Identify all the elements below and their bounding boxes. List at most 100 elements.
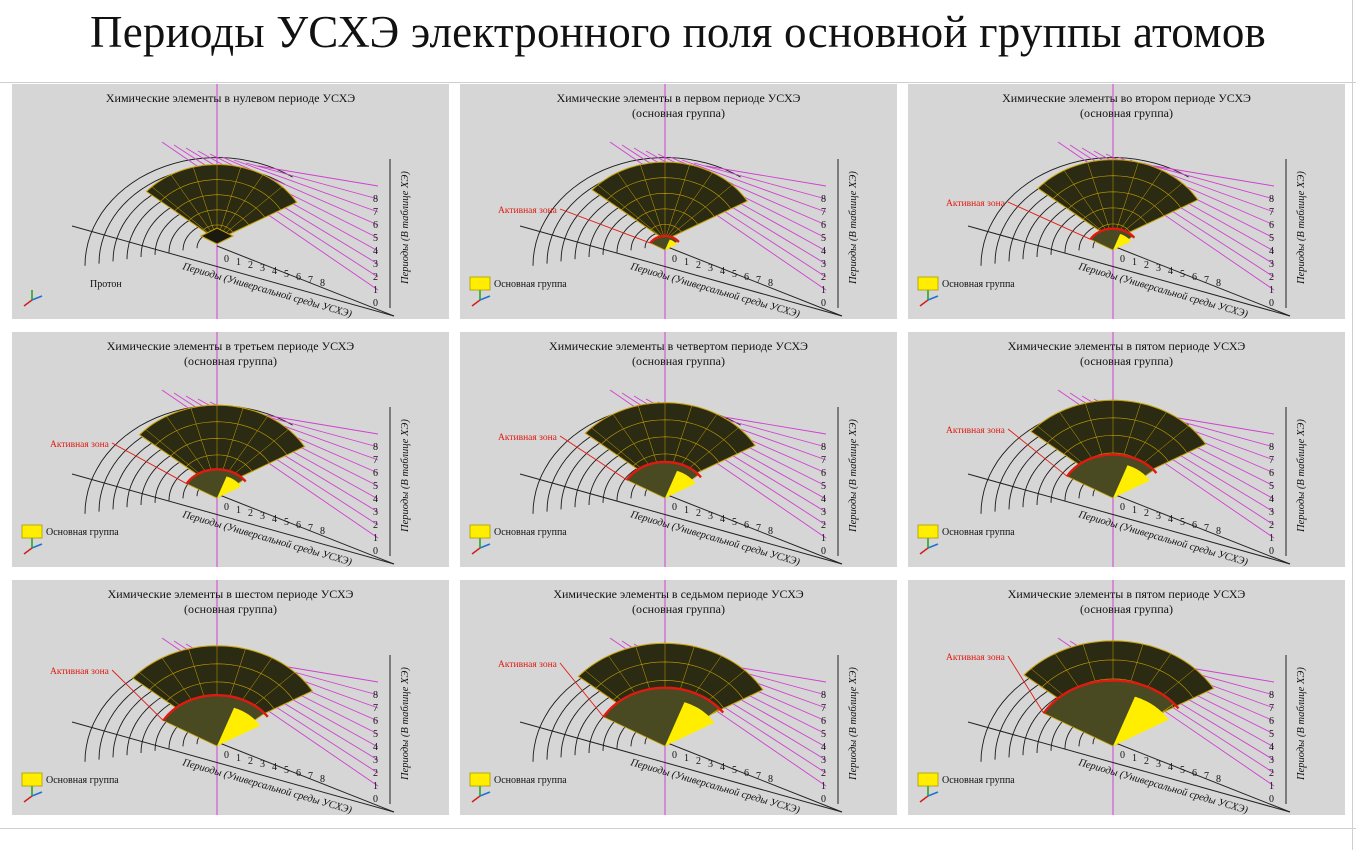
highlight-zone: [217, 476, 242, 498]
period-tick-label: 7: [1204, 523, 1209, 534]
period-tick-label: 4: [1168, 514, 1173, 525]
table-tick-label: 8: [373, 690, 378, 701]
sector-grid-line: [146, 164, 297, 203]
table-tick-label: 8: [1269, 442, 1274, 453]
table-tick-label: 5: [1269, 481, 1274, 492]
table-tick-label: 0: [1269, 546, 1274, 557]
table-tick-label: 8: [373, 194, 378, 205]
sector-grid-line: [664, 164, 690, 241]
sector-grid-line: [174, 194, 266, 218]
table-tick-label: 5: [373, 481, 378, 492]
table-tick-label: 4: [1269, 742, 1274, 753]
period-arc: [980, 157, 1189, 266]
axis-gizmo-icon: [927, 543, 939, 549]
table-tick-label: 7: [1269, 455, 1274, 466]
period-arc: [532, 157, 741, 266]
axis-gizmo-icon: [927, 295, 939, 301]
panel-title: Химические элементы в нулевом периоде УС…: [106, 91, 355, 105]
active-zone-arc: [185, 468, 247, 485]
sector-grid-line: [612, 680, 724, 709]
table-axis-label: Периоды (В таблице ХЭ): [1296, 667, 1307, 781]
table-tick-label: 6: [1269, 716, 1274, 727]
axis-gizmo-icon: [31, 295, 43, 301]
frame-divider: [0, 82, 1356, 83]
period-tick-label: 5: [284, 517, 289, 528]
period-tick-label: 4: [720, 266, 725, 277]
axis-gizmo-icon: [919, 547, 929, 555]
table-tick-label: 7: [821, 207, 826, 218]
table-axis-label: Периоды (В таблице ХЭ): [848, 171, 859, 285]
table-tick-label: 0: [373, 546, 378, 557]
sector-grid-line: [1037, 159, 1199, 200]
legend-label: Основная группа: [942, 527, 1015, 538]
period-tick-label: 3: [708, 511, 713, 522]
table-tick-label: 6: [821, 468, 826, 479]
active-zone-arc: [1042, 679, 1180, 714]
period-tick-label: 3: [260, 263, 265, 274]
period-tick-label: 0: [672, 502, 677, 513]
active-zone-pointer: [1007, 655, 1045, 714]
period-tick-label: 2: [1144, 260, 1149, 271]
period-tick-label: 5: [1180, 517, 1185, 528]
sector-grid-line: [1087, 162, 1114, 241]
table-tick-label: 1: [821, 285, 826, 296]
periods-axis-line: [1112, 245, 1291, 317]
period-tick-label: 2: [696, 756, 701, 767]
magenta-guide-line: [693, 162, 827, 200]
sector-grid-line: [149, 663, 294, 701]
table-tick-label: 2: [373, 768, 378, 779]
period-tick-label: 8: [320, 278, 325, 289]
period-tick-label: 6: [296, 520, 301, 531]
table-tick-label: 8: [1269, 690, 1274, 701]
periods-axis-line: [71, 225, 395, 317]
table-tick-label: 3: [821, 259, 826, 270]
table-tick-label: 8: [821, 194, 826, 205]
period-tick-label: 7: [308, 523, 313, 534]
periods-axis-line: [216, 741, 395, 813]
sector-grid-line: [578, 642, 764, 690]
panel-subtitle: (основная группа): [184, 602, 277, 616]
sector-grid-line: [585, 402, 756, 446]
sector-grid-line: [591, 161, 748, 202]
page-title: Периоды УСХЭ электронного поля основной …: [90, 7, 1266, 57]
periods-axis-line: [71, 721, 395, 813]
period-tick-label: 8: [1216, 278, 1221, 289]
period-tick-label: 3: [708, 263, 713, 274]
table-tick-label: 6: [373, 468, 378, 479]
sector-grid-line: [132, 645, 313, 692]
table-tick-label: 5: [821, 729, 826, 740]
active-zone-arc: [649, 234, 680, 244]
table-tick-label: 6: [373, 716, 378, 727]
axis-gizmo-icon: [471, 547, 481, 555]
panel-title: Химические элементы в пятом периоде УСХЭ: [1008, 339, 1246, 353]
magenta-guide-line: [257, 413, 379, 435]
period-tick-label: 2: [696, 260, 701, 271]
legend-swatch: [21, 524, 43, 539]
period-tick-label: 8: [320, 526, 325, 537]
period-tick-label: 1: [236, 505, 241, 516]
periods-axis-line: [664, 741, 843, 813]
axis-gizmo-icon: [479, 295, 491, 301]
period-tick-label: 0: [1120, 750, 1125, 761]
table-tick-label: 3: [821, 755, 826, 766]
table-tick-label: 1: [821, 781, 826, 792]
sector-grid-line: [640, 164, 666, 241]
table-tick-label: 3: [373, 755, 378, 766]
magenta-guide-line: [705, 165, 827, 187]
active-zone-pointer: [1007, 428, 1068, 477]
sector-grid-line: [1097, 223, 1131, 233]
sector-grid-line: [617, 172, 666, 241]
table-tick-label: 0: [821, 298, 826, 309]
table-axis-label: Периоды (В таблице ХЭ): [400, 171, 411, 285]
period-arc: [84, 157, 293, 266]
panel-title: Химические элементы в третьем периоде УС…: [107, 339, 355, 353]
table-tick-label: 4: [373, 742, 378, 753]
sector-grid-line: [1052, 175, 1182, 209]
period-tick-label: 5: [1180, 269, 1185, 280]
period-tick-label: 0: [1120, 502, 1125, 513]
legend-label: Основная группа: [494, 279, 567, 290]
periods-axis-line: [216, 493, 395, 565]
table-tick-label: 7: [821, 703, 826, 714]
sector-grid-line: [216, 202, 297, 241]
